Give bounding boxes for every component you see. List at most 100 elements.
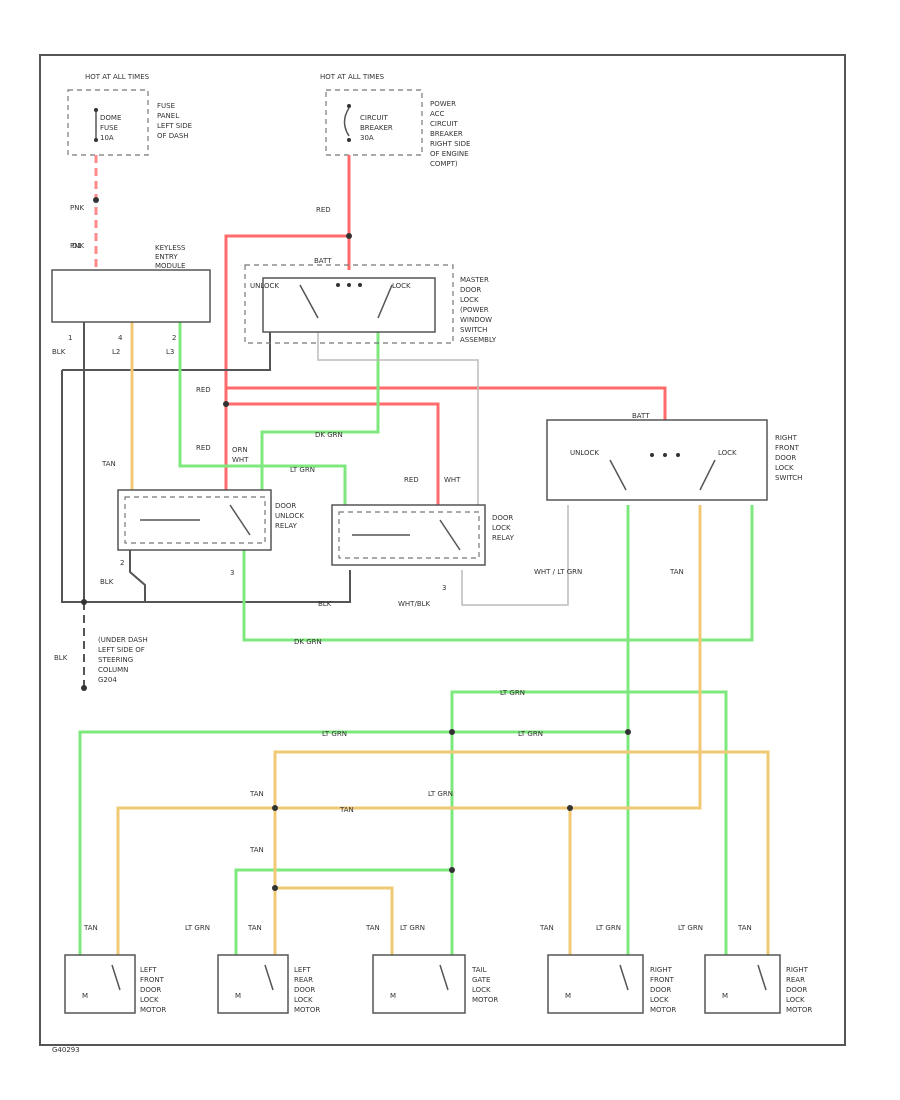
ground-g204: (UNDER DASH LEFT SIDE OF STEERING COLUMN… bbox=[98, 636, 148, 684]
svg-text:LOCK: LOCK bbox=[650, 996, 669, 1004]
svg-text:LEFT: LEFT bbox=[294, 966, 311, 974]
svg-text:LT GRN: LT GRN bbox=[596, 924, 621, 932]
svg-text:LT GRN: LT GRN bbox=[185, 924, 210, 932]
wire-ltgrn-lr bbox=[234, 868, 452, 955]
svg-text:PANEL: PANEL bbox=[157, 112, 179, 120]
master-door-lock-switch: UNLOCK LOCK BATT MASTER DOOR LOCK (POWER… bbox=[244, 257, 497, 344]
svg-text:(UNDER DASH: (UNDER DASH bbox=[98, 636, 148, 644]
wire-labels: PNK PNK RED RED RED RED BLK L2 L3 TAN OR… bbox=[52, 204, 752, 932]
svg-text:RELAY: RELAY bbox=[492, 534, 515, 542]
svg-text:LT GRN: LT GRN bbox=[518, 730, 543, 738]
svg-text:TAIL: TAIL bbox=[471, 966, 487, 974]
module-pin-4: 4 bbox=[118, 334, 123, 342]
svg-text:WHT: WHT bbox=[444, 476, 461, 484]
motor-symbol: M bbox=[722, 992, 728, 1000]
svg-text:L3: L3 bbox=[166, 348, 174, 356]
module-pin-1: 1 bbox=[68, 334, 72, 342]
svg-text:MOTOR: MOTOR bbox=[472, 996, 498, 1004]
svg-text:(POWER: (POWER bbox=[460, 306, 489, 314]
wire-blk-unlock bbox=[129, 550, 146, 602]
svg-text:LOCK: LOCK bbox=[294, 996, 313, 1004]
svg-text:TAN: TAN bbox=[249, 846, 264, 854]
svg-text:DK GRN: DK GRN bbox=[315, 431, 343, 439]
svg-text:LOCK: LOCK bbox=[460, 296, 479, 304]
svg-text:DOOR: DOOR bbox=[775, 454, 796, 462]
svg-text:LT GRN: LT GRN bbox=[400, 924, 425, 932]
left-front-door-lock-motor: M LEFT FRONT DOOR LOCK MOTOR bbox=[64, 954, 166, 1014]
svg-text:DOOR: DOOR bbox=[492, 514, 513, 522]
svg-text:UNLOCK: UNLOCK bbox=[275, 512, 304, 520]
cb-name-2: BREAKER bbox=[360, 124, 393, 132]
svg-text:OF DASH: OF DASH bbox=[157, 132, 189, 140]
motor-symbol: M bbox=[235, 992, 241, 1000]
module-pin-d1: D1 bbox=[72, 242, 82, 250]
svg-text:ORN: ORN bbox=[232, 446, 248, 454]
svg-text:DK GRN: DK GRN bbox=[294, 638, 322, 646]
svg-text:SWITCH: SWITCH bbox=[460, 326, 487, 334]
junctions bbox=[81, 197, 631, 891]
svg-text:OF ENGINE: OF ENGINE bbox=[430, 150, 469, 158]
svg-text:FUSE: FUSE bbox=[157, 102, 175, 110]
figure-code: G40293 bbox=[52, 1046, 80, 1054]
right-front-door-lock-motor: M RIGHT FRONT DOOR LOCK MOTOR bbox=[547, 954, 676, 1014]
svg-text:LOCK: LOCK bbox=[775, 464, 794, 472]
svg-text:MODULE: MODULE bbox=[155, 262, 185, 270]
svg-text:DOOR: DOOR bbox=[275, 502, 296, 510]
svg-text:TAN: TAN bbox=[249, 790, 264, 798]
svg-text:RED: RED bbox=[196, 444, 211, 452]
svg-text:G204: G204 bbox=[98, 676, 117, 684]
svg-text:RIGHT: RIGHT bbox=[786, 966, 809, 974]
svg-text:COLUMN: COLUMN bbox=[98, 666, 128, 674]
svg-text:FRONT: FRONT bbox=[775, 444, 800, 452]
wire-tan-tg bbox=[275, 886, 394, 955]
svg-text:LT GRN: LT GRN bbox=[290, 466, 315, 474]
svg-text:DOOR: DOOR bbox=[650, 986, 671, 994]
svg-text:TAN: TAN bbox=[737, 924, 752, 932]
svg-text:LT GRN: LT GRN bbox=[678, 924, 703, 932]
svg-text:LT GRN: LT GRN bbox=[500, 689, 525, 697]
wire-wht-blk bbox=[461, 505, 569, 606]
svg-text:ASSEMBLY: ASSEMBLY bbox=[460, 336, 497, 344]
svg-text:MASTER: MASTER bbox=[460, 276, 489, 284]
wire-ltgrn-bus bbox=[78, 505, 630, 955]
svg-text:MOTOR: MOTOR bbox=[650, 1006, 676, 1014]
svg-text:MOTOR: MOTOR bbox=[786, 1006, 812, 1014]
svg-text:BLK: BLK bbox=[52, 348, 66, 356]
wire-red-lockrelay bbox=[226, 402, 440, 505]
left-rear-door-lock-motor: M LEFT REAR DOOR LOCK MOTOR bbox=[217, 954, 320, 1014]
svg-text:LT GRN: LT GRN bbox=[322, 730, 347, 738]
svg-text:LEFT SIDE OF: LEFT SIDE OF bbox=[98, 646, 145, 654]
svg-text:MOTOR: MOTOR bbox=[140, 1006, 166, 1014]
fuse-name-2: FUSE bbox=[100, 124, 118, 132]
module-pin-2: 2 bbox=[172, 334, 176, 342]
svg-text:KEYLESS: KEYLESS bbox=[155, 244, 186, 252]
svg-text:PNK: PNK bbox=[70, 204, 84, 212]
svg-text:WHT / LT GRN: WHT / LT GRN bbox=[534, 568, 582, 576]
svg-text:BATT: BATT bbox=[314, 257, 332, 265]
svg-text:RED: RED bbox=[316, 206, 331, 214]
svg-text:UNLOCK: UNLOCK bbox=[570, 449, 599, 457]
svg-text:RED: RED bbox=[196, 386, 211, 394]
wire-tan-bus2 bbox=[273, 750, 770, 955]
svg-text:WINDOW: WINDOW bbox=[460, 316, 492, 324]
wire-dkgrn-master bbox=[260, 330, 380, 490]
door-lock-relay: DOOR LOCK RELAY 3 bbox=[331, 504, 515, 592]
svg-text:WHT/BLK: WHT/BLK bbox=[398, 600, 431, 608]
wire-red-rf bbox=[226, 386, 667, 420]
svg-text:WHT: WHT bbox=[232, 456, 249, 464]
right-rear-door-lock-motor: M RIGHT REAR DOOR LOCK MOTOR bbox=[704, 954, 812, 1014]
svg-text:LOCK: LOCK bbox=[786, 996, 805, 1004]
svg-text:STEERING: STEERING bbox=[98, 656, 133, 664]
svg-text:MOTOR: MOTOR bbox=[294, 1006, 320, 1014]
svg-text:BLK: BLK bbox=[318, 600, 332, 608]
svg-text:GATE: GATE bbox=[472, 976, 490, 984]
hot-label-cb: HOT AT ALL TIMES bbox=[320, 73, 385, 81]
svg-text:ACC: ACC bbox=[430, 110, 445, 118]
cb-rating: 30A bbox=[360, 134, 374, 142]
svg-text:RIGHT: RIGHT bbox=[650, 966, 673, 974]
unlock-relay-pin-3: 3 bbox=[230, 569, 234, 577]
svg-text:LT GRN: LT GRN bbox=[428, 790, 453, 798]
svg-text:LOCK: LOCK bbox=[718, 449, 737, 457]
fuse-panel-label: FUSE PANEL LEFT SIDE OF DASH bbox=[157, 102, 192, 140]
svg-text:BREAKER: BREAKER bbox=[430, 130, 463, 138]
